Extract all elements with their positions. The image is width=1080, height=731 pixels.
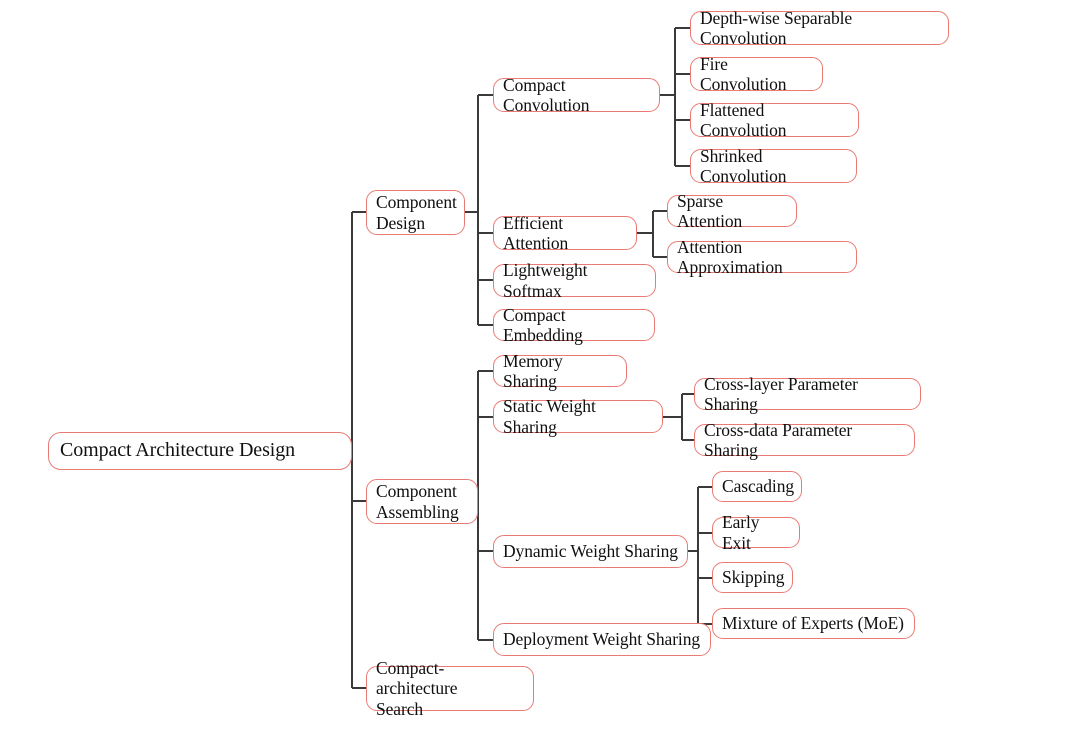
node-cascading[interactable]: Cascading <box>712 471 802 502</box>
node-cross-layer-parameter-sharing[interactable]: Cross-layer Parameter Sharing <box>694 374 921 414</box>
node-fire-convolution[interactable]: Fire Convolution <box>690 54 823 94</box>
node-attention-approximation[interactable]: Attention Approximation <box>667 237 857 277</box>
node-label: Early Exit <box>722 512 760 553</box>
node-sparse-attention[interactable]: Sparse Attention <box>667 191 797 231</box>
node-label: Dynamic Weight Sharing <box>503 541 678 562</box>
node-label: Attention Approximation <box>677 236 783 277</box>
node-label: Depth-wise Separable Convolution <box>700 7 853 48</box>
node-label: Cross-data Parameter Sharing <box>704 419 853 460</box>
node-label: Memory Sharing <box>503 350 563 391</box>
node-component-assembling[interactable]: Component Assembling <box>366 479 478 524</box>
node-label: Component Assembling <box>376 481 459 522</box>
node-component-design[interactable]: Component Design <box>366 190 465 235</box>
node-label: Lightweight Softmax <box>503 260 588 301</box>
node-label: Deployment Weight Sharing <box>503 629 700 650</box>
node-label: Compact Architecture Design <box>60 439 296 462</box>
node-cross-data-parameter-sharing[interactable]: Cross-data Parameter Sharing <box>694 420 915 460</box>
node-static-weight-sharing[interactable]: Static Weight Sharing <box>493 396 663 437</box>
node-label: Static Weight Sharing <box>503 396 596 437</box>
node-label: Mixture of Experts (MoE) <box>722 613 904 634</box>
node-label: Shrinked Convolution <box>700 145 787 186</box>
node-depth-wise-separable-convolution[interactable]: Depth-wise Separable Convolution <box>690 8 949 48</box>
node-flattened-convolution[interactable]: Flattened Convolution <box>690 100 859 140</box>
node-shrinked-convolution[interactable]: Shrinked Convolution <box>690 146 857 186</box>
node-label: Cross-layer Parameter Sharing <box>704 373 858 414</box>
node-label: Skipping <box>722 567 785 588</box>
node-compact-architecture-search[interactable]: Compact-architecture Search <box>366 658 534 719</box>
node-efficient-attention[interactable]: Efficient Attention <box>493 213 637 253</box>
node-lightweight-softmax[interactable]: Lightweight Softmax <box>493 260 656 301</box>
node-mixture-of-experts[interactable]: Mixture of Experts (MoE) <box>712 608 915 639</box>
node-skipping[interactable]: Skipping <box>712 562 793 593</box>
node-compact-embedding[interactable]: Compact Embedding <box>493 305 655 345</box>
node-root[interactable]: Compact Architecture Design <box>48 432 352 470</box>
node-early-exit[interactable]: Early Exit <box>712 512 800 553</box>
node-label: Flattened Convolution <box>700 99 787 140</box>
node-label: Efficient Attention <box>503 212 569 253</box>
node-label: Compact-architecture Search <box>376 658 458 719</box>
node-label: Fire Convolution <box>700 53 787 94</box>
node-label: Compact Embedding <box>503 304 583 345</box>
node-compact-convolution[interactable]: Compact Convolution <box>493 75 660 115</box>
node-deployment-weight-sharing[interactable]: Deployment Weight Sharing <box>493 623 711 656</box>
node-label: Sparse Attention <box>677 190 743 231</box>
node-label: Compact Convolution <box>503 74 590 115</box>
node-memory-sharing[interactable]: Memory Sharing <box>493 351 627 391</box>
node-dynamic-weight-sharing[interactable]: Dynamic Weight Sharing <box>493 535 688 568</box>
node-label: Cascading <box>722 476 794 497</box>
node-label: Component Design <box>376 192 457 233</box>
